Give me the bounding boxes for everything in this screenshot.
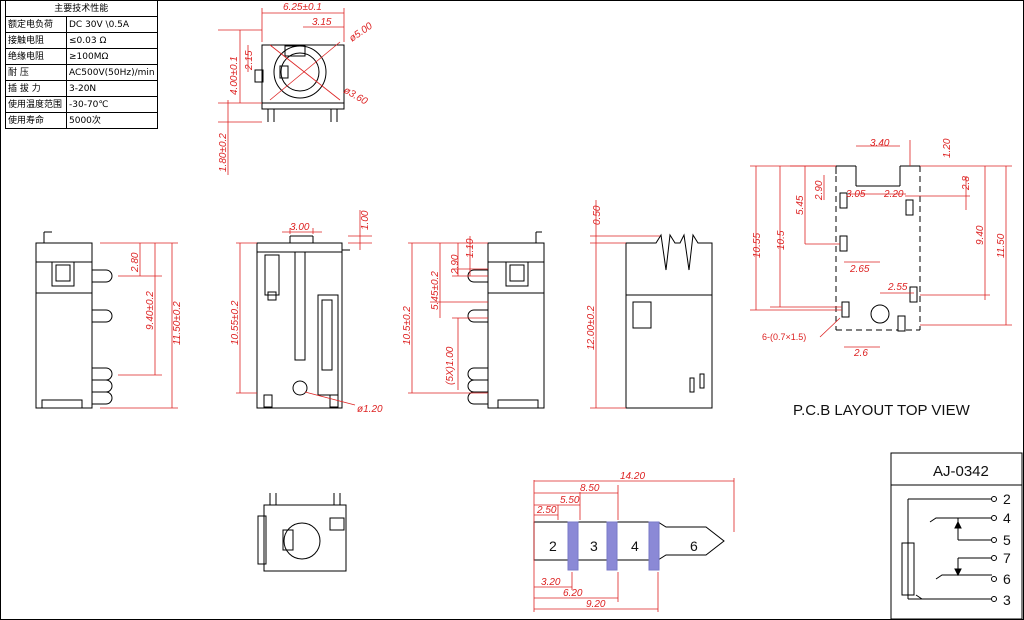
dim-label: 6.25±0.1: [283, 2, 322, 13]
dim-label: 2.65: [849, 264, 870, 275]
dim-label: 2.6: [853, 348, 868, 359]
dim-label: 6-(0.7×1.5): [762, 332, 806, 342]
dim-label: 1.10: [465, 238, 476, 258]
dim-label: 5.45±0.2: [430, 271, 441, 310]
dim-label: 1.20: [942, 138, 953, 158]
pin-number: 5: [1003, 532, 1011, 548]
dim-label: 3.00: [290, 222, 310, 233]
dim-label: 2.80: [130, 252, 141, 273]
spec-value: 5000次: [66, 112, 158, 129]
dim-label: 10.55±0.2: [230, 300, 241, 345]
dim-label: 2.55: [887, 282, 908, 293]
dim-label: 1.80±0.2: [218, 133, 229, 172]
dim-label: 14.20: [620, 471, 645, 482]
dim-label: 9.20: [586, 599, 606, 610]
dim-label: 5.45: [795, 195, 806, 215]
pcb-layout: 3.40 1.20 2.90 3.05 2.20 2.8 5.45 10.5 1…: [750, 138, 1012, 419]
pin-number: 7: [1003, 550, 1011, 566]
dim-label: 9.40: [975, 225, 986, 245]
pin-number: 2: [1003, 491, 1011, 507]
dim-label: ø5.00: [347, 21, 375, 45]
dim-label: 3.20: [541, 577, 561, 588]
plug-segment-label: 4: [631, 538, 639, 554]
dim-label: ø1.20: [357, 404, 383, 415]
dim-label: 3.40: [870, 138, 890, 149]
dim-label: 2.90: [814, 180, 825, 201]
dim-label: 11.50±0.2: [172, 301, 183, 345]
dim-label: 0.50: [592, 205, 603, 225]
dim-label: 8.50: [580, 483, 600, 494]
bottom-view: [257, 493, 347, 572]
dim-label: 6.20: [563, 588, 583, 599]
dim-label: 10.5±0.2: [402, 306, 413, 345]
pin-number: 4: [1003, 510, 1011, 526]
pin-schematic: AJ-0342 2 4 5 7 6 3: [890, 452, 1023, 620]
pcb-layout-title: P.C.B LAYOUT TOP VIEW: [793, 402, 971, 419]
dim-label: 2.90: [450, 254, 461, 275]
dim-label: 9.40±0.2: [145, 291, 156, 330]
dim-label: 2.15: [244, 50, 255, 71]
dim-label: (5X)1.00: [445, 346, 456, 385]
dim-label: ø3.60: [342, 85, 370, 108]
plug-segment-label: 3: [590, 538, 598, 554]
pin-number: 6: [1003, 571, 1011, 587]
dim-label: 10.5: [776, 230, 787, 250]
side-view-right: 1.10 2.90 5.45±0.2 10.5±0.2 (5X)1.00: [402, 231, 545, 409]
dim-label: 3.05: [846, 189, 866, 200]
dim-label: 11.50: [996, 233, 1007, 258]
dim-label: 4.00±0.1: [229, 56, 240, 95]
side-view-mid: 3.00 1.00 10.55±0.2 ø1.20: [230, 210, 383, 415]
front-view: 0.50 12.00±0.2: [586, 200, 713, 409]
plug-segment-label: 6: [690, 538, 698, 554]
dim-label: 5.50: [560, 495, 580, 506]
top-view: 6.25±0.1 3.15 ø5.00 ø3.60 2.15 4.00±0.1 …: [218, 2, 375, 175]
model-name: AJ-0342: [933, 463, 989, 480]
dim-label: 3.15: [312, 17, 332, 28]
dim-label: 2.8: [961, 176, 972, 191]
pin-number: 3: [1003, 592, 1011, 608]
dim-label: 10.55: [752, 233, 763, 258]
dim-label: 12.00±0.2: [586, 305, 597, 350]
plug-diagram: 14.20 8.50 5.50 2.50 3.20 6.20 9.20 2 3 …: [533, 471, 735, 612]
side-view-left: 2.80 9.40±0.2 11.50±0.2: [35, 231, 183, 409]
spec-label: 使用寿命: [5, 112, 67, 129]
plug-segment-label: 2: [549, 538, 557, 554]
dim-label: 2.20: [883, 189, 904, 200]
dim-label: 1.00: [360, 210, 371, 230]
dim-label: 2.50: [536, 505, 557, 516]
